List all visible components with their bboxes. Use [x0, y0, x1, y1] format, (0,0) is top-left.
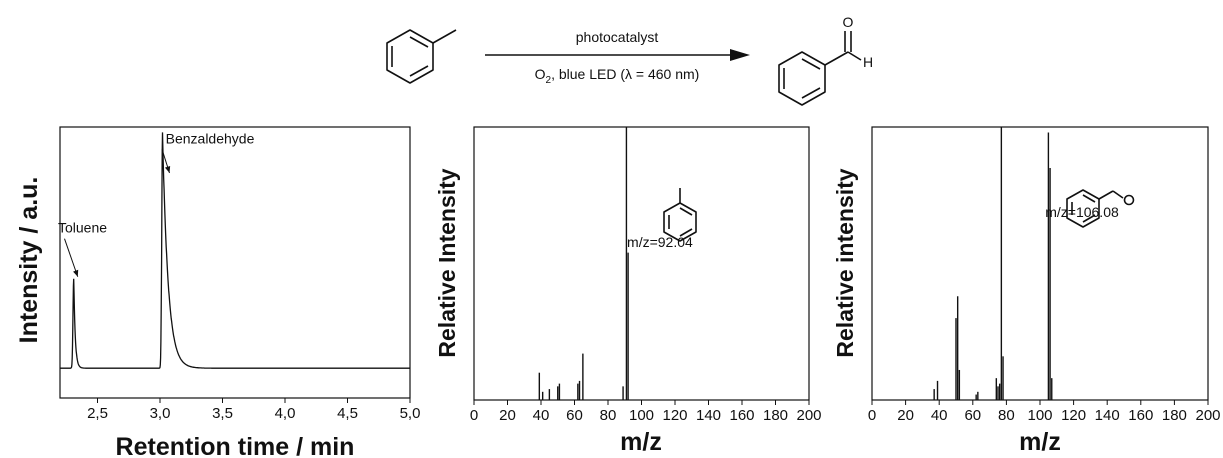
ms-benzaldehyde-x-tick-label: 140 [1095, 407, 1120, 424]
ms-benzaldehyde-x-tick-label: 200 [1195, 407, 1220, 424]
ms-benzaldehyde-x-tick-label: 0 [868, 407, 876, 424]
gc-annotation-arrowhead [73, 269, 79, 277]
reaction-scheme: photocatalyst O2, blue LED (λ = 460 nm) … [386, 14, 873, 106]
gc-trace-line [60, 132, 410, 369]
ms-benzaldehyde-x-tick-label: 160 [1128, 407, 1153, 424]
benzaldehyde-hydrogen-label: H [863, 54, 873, 70]
gc-peak-label: Toluene [58, 220, 107, 236]
ms-benzaldehyde-plot-frame [871, 126, 1209, 401]
gc-x-tick-label: 3,5 [212, 405, 233, 422]
gc-x-ticks: 2,5 3,0 3,5 4,0 4,5 5,0 [87, 398, 420, 422]
ms-toluene-x-tick-label: 40 [533, 407, 550, 424]
ms-benzaldehyde-x-axis-label: m/z [1019, 428, 1061, 456]
ms-benzaldehyde-bars [933, 127, 1053, 400]
ms-toluene-x-ticks: 0 20 40 60 80 100 120 140 160 180 200 [470, 400, 822, 424]
ms-toluene-chart: 0 20 40 60 80 100 120 140 160 180 200 m/z=92.04 m/… [434, 126, 822, 456]
gc-chart: 2,5 3,0 3,5 4,0 4,5 5,0 Toluene Benzaldehyde R… [15, 126, 420, 458]
gc-annotation-arrow [64, 238, 79, 277]
ms-benzaldehyde-y-axis-label: Relative intensity [832, 168, 858, 357]
ms-benzaldehyde-x-tick-label: 180 [1162, 407, 1187, 424]
ms-benzaldehyde-x-tick-label: 80 [998, 407, 1015, 424]
ms-toluene-x-tick-label: 120 [662, 407, 687, 424]
gc-annotation-arrowhead [164, 165, 171, 173]
ms-toluene-x-tick-label: 80 [600, 407, 617, 424]
ms-benzaldehyde-x-tick-label: 120 [1061, 407, 1086, 424]
ms-benzaldehyde-x-tick-label: 100 [1027, 407, 1052, 424]
reaction-arrow [485, 49, 750, 61]
ms-benzaldehyde-x-tick-label: 40 [931, 407, 948, 424]
gc-x-tick-label: 2,5 [87, 405, 108, 422]
benzaldehyde-structure-icon [778, 31, 862, 106]
gc-x-tick-label: 5,0 [400, 405, 421, 422]
ms-toluene-x-tick-label: 60 [566, 407, 583, 424]
ms-benzaldehyde-mz-annotation: m/z=106.08 [1045, 204, 1119, 220]
ms-benzaldehyde-x-tick-label: 20 [897, 407, 914, 424]
gc-peak-label: Benzaldehyde [166, 130, 255, 146]
gc-y-axis-label: Intensity / a.u. [15, 177, 43, 344]
ms-benzaldehyde-x-ticks: 0 20 40 60 80 100 120 140 160 180 200 [868, 400, 1221, 424]
gc-annotations: Toluene Benzaldehyde [58, 130, 255, 277]
ms-toluene-x-tick-label: 200 [796, 407, 821, 424]
ms-toluene-bars [538, 127, 629, 400]
gc-x-tick-label: 4,0 [275, 405, 296, 422]
reaction-condition-above: photocatalyst [576, 29, 659, 45]
ms-toluene-x-axis-label: m/z [620, 428, 662, 456]
ms-toluene-x-tick-label: 160 [729, 407, 754, 424]
ms-toluene-x-tick-label: 100 [629, 407, 654, 424]
ms-toluene-x-tick-label: 20 [499, 407, 516, 424]
gc-x-tick-label: 3,0 [150, 405, 171, 422]
reaction-condition-below: O2, blue LED (λ = 460 nm) [535, 66, 700, 86]
toluene-inset-structure-icon [663, 188, 697, 242]
ms-toluene-mz-annotation: m/z=92.04 [627, 234, 693, 250]
ms-toluene-x-tick-label: 180 [763, 407, 788, 424]
benzaldehyde-oxygen-label: O [843, 14, 854, 30]
ms-toluene-y-axis-label: Relative Intensity [434, 168, 460, 357]
toluene-structure-icon [386, 29, 457, 84]
gc-plot-frame [59, 126, 411, 399]
gc-x-axis-label: Retention time / min [116, 433, 355, 458]
ms-toluene-plot-frame [473, 126, 810, 401]
gc-x-tick-label: 4,5 [337, 405, 358, 422]
ms-toluene-x-tick-label: 0 [470, 407, 478, 424]
ms-benzaldehyde-x-tick-label: 60 [964, 407, 981, 424]
ms-toluene-x-tick-label: 140 [696, 407, 721, 424]
benzaldehyde-inset-structure-icon [1066, 189, 1135, 228]
ms-benzaldehyde-chart: 0 20 40 60 80 100 120 140 160 180 200 m/z=106.08 m… [832, 126, 1221, 456]
